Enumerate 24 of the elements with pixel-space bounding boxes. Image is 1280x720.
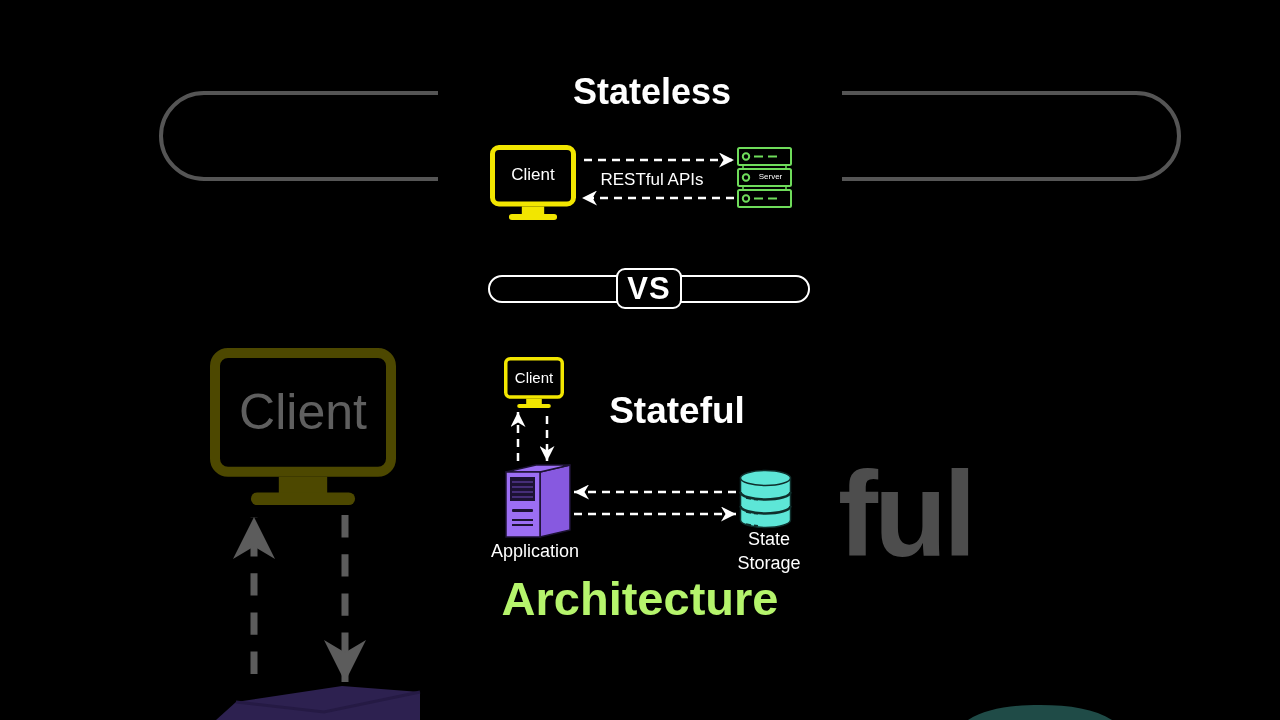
section-heading: Stateful bbox=[609, 389, 745, 433]
versus-label: VS bbox=[627, 273, 671, 304]
server-rack bbox=[737, 147, 792, 208]
title-text: Architecture bbox=[501, 572, 779, 626]
node-label: Client bbox=[514, 369, 554, 387]
dashed-arrow bbox=[582, 190, 734, 206]
database-icon bbox=[739, 469, 792, 529]
dashed-arrow bbox=[574, 484, 736, 500]
computer-monitor bbox=[504, 357, 564, 408]
node-caption: State Storage bbox=[737, 528, 801, 575]
background-text: ful bbox=[838, 446, 973, 583]
section-heading: Stateless bbox=[572, 71, 732, 113]
dashed-arrow bbox=[584, 152, 734, 168]
node-label: Client bbox=[511, 166, 555, 186]
node-caption: Application bbox=[490, 540, 580, 563]
dashed-arrow bbox=[574, 506, 736, 522]
computer-monitor bbox=[210, 348, 396, 505]
dashed-arrow bbox=[539, 416, 555, 461]
vs-badge bbox=[616, 268, 682, 309]
node-label: Server bbox=[758, 173, 783, 182]
node-label: Client bbox=[239, 384, 367, 440]
server-tower-icon bbox=[504, 462, 572, 538]
dashed-arrow bbox=[510, 412, 526, 461]
computer-monitor bbox=[490, 145, 576, 220]
